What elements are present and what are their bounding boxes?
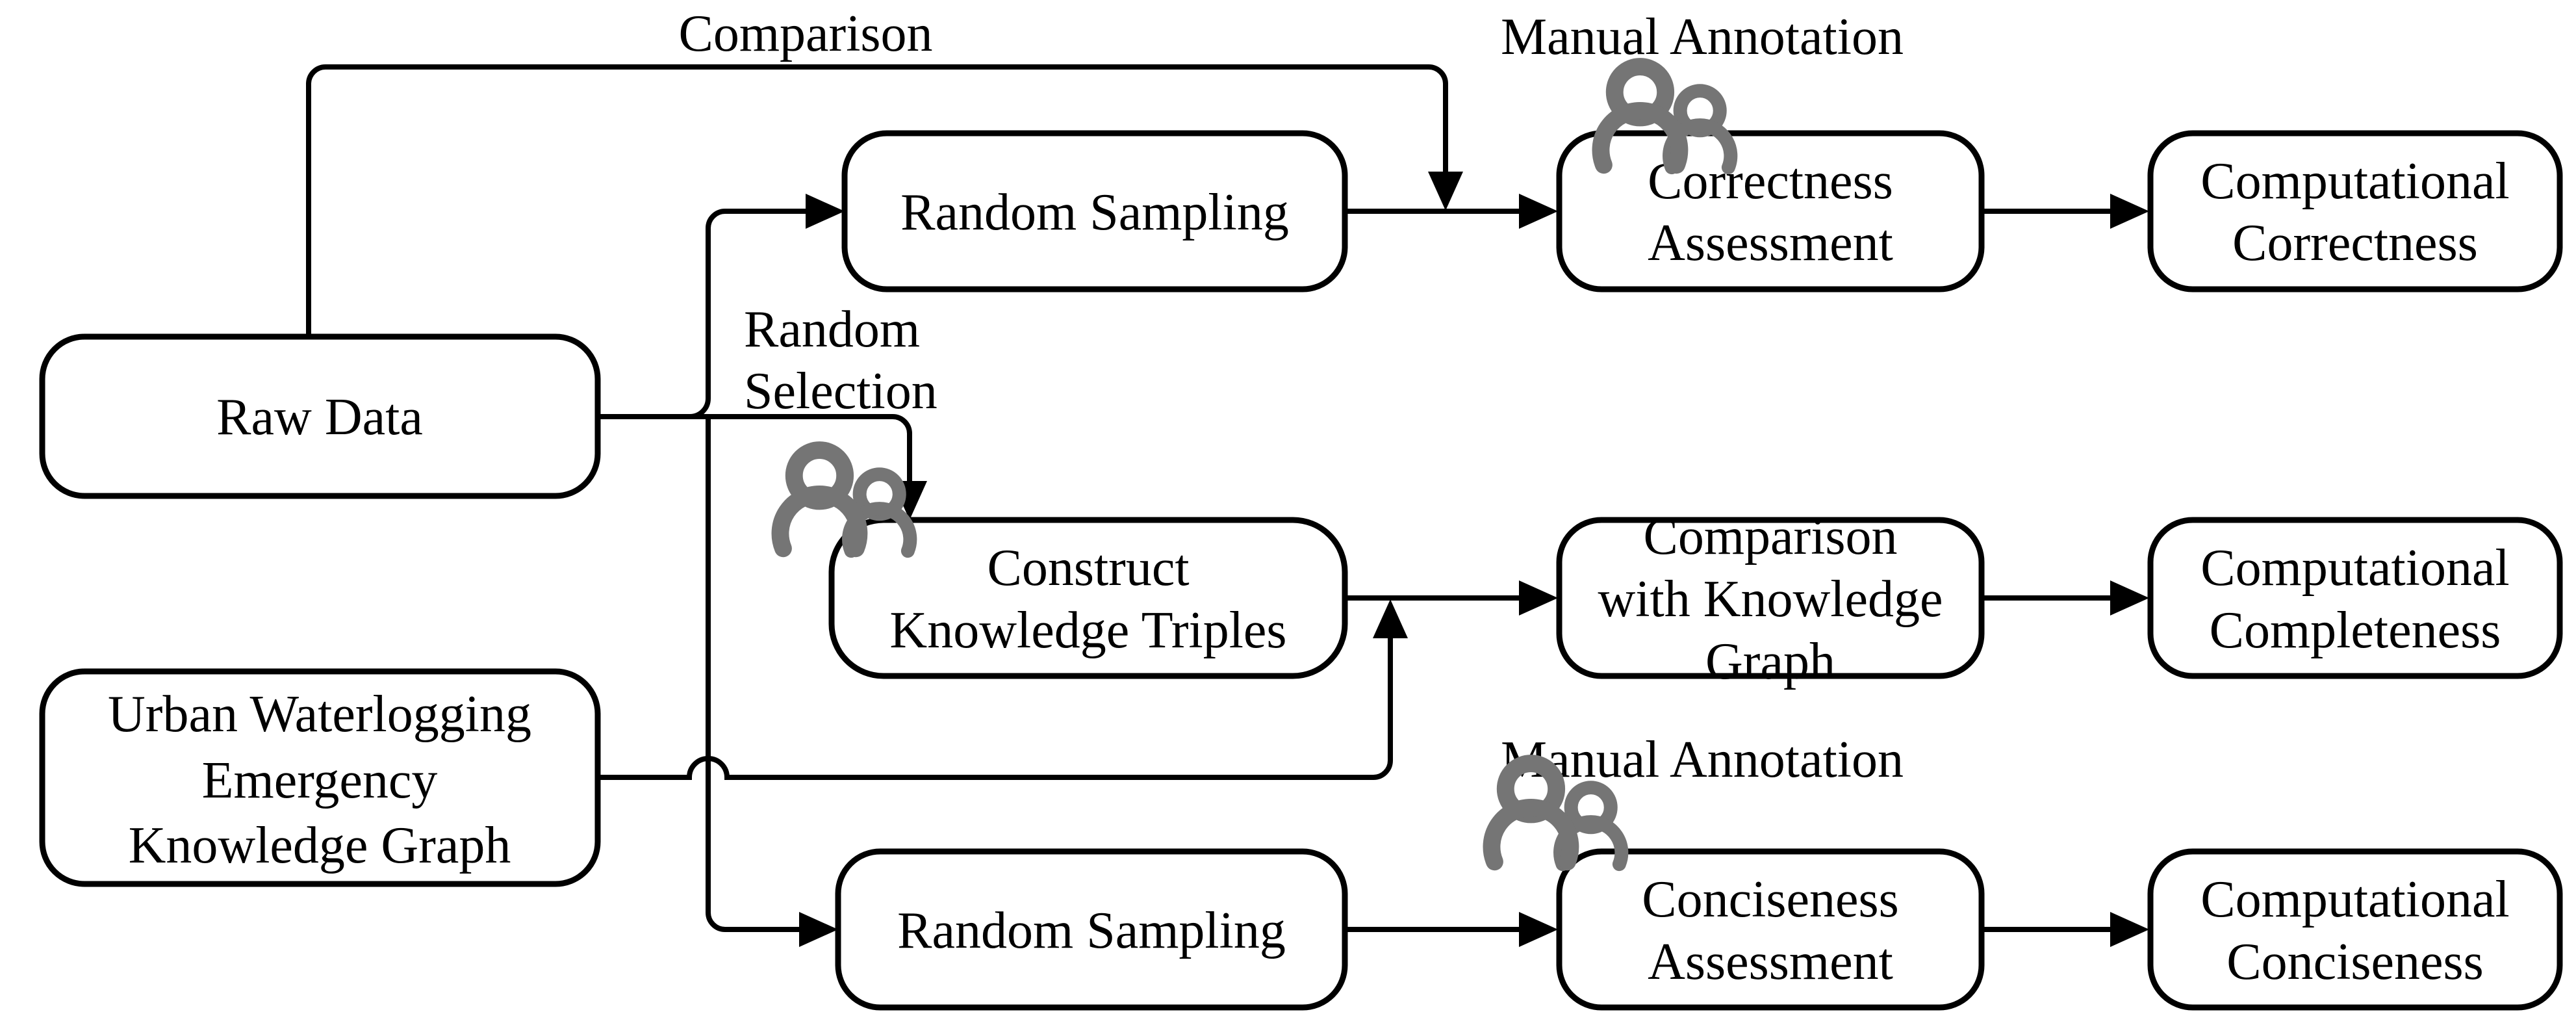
construct-triples-box [828,517,1348,679]
conciseness-assessment-label-line2: Assessment [1648,933,1893,991]
urban-kg-label-line1: Urban Waterlogging [108,686,531,743]
correctness-assessment-label-line2: Assessment [1648,214,1893,272]
conciseness-assessment-label-line1: Conciseness [1642,871,1899,928]
computational-conciseness-label-line2: Conciseness [2226,933,2484,991]
random-sampling-top-box [841,130,1348,292]
construct-triples-label-line1: Construct [987,539,1189,597]
random-sampling-bottom-box [835,848,1348,1011]
node-computational-completeness: Computational Completeness [2147,517,2563,679]
edge-trunk-to-random-sampling-bottom [706,417,838,947]
node-comparison-with-kg: Comparison with Knowledge Graph [1556,508,1985,690]
edge-rawdata-to-construct-triples [594,414,927,520]
edge-urban-kg-to-comparison-junction [598,599,1408,780]
node-conciseness-assessment: Conciseness Assessment [1556,848,1985,1011]
computational-correctness-label-line2: Correctness [2232,214,2478,272]
comparison-with-kg-label-line3: Graph [1705,633,1835,690]
random-selection-label-line2: Selection [744,363,937,420]
computational-completeness-label-line2: Completeness [2210,602,2501,659]
node-correctness-assessment: Correctness Assessment [1556,130,1985,292]
edge-rawdata-comparison-feedback [306,64,1463,337]
node-urban-waterlogging-kg: Urban Waterlogging Emergency Knowledge G… [39,668,601,887]
computational-conciseness-box [2147,848,2563,1011]
urban-kg-label-line2: Emergency [202,752,438,809]
comparison-with-kg-label-line1: Comparison [1643,508,1897,565]
construct-triples-label-line2: Knowledge Triples [889,602,1286,659]
comparison-with-kg-label-line2: with Knowledge [1598,571,1943,628]
random-selection-label-line1: Random [744,301,920,358]
urban-kg-label-line3: Knowledge Graph [129,817,511,874]
computational-correctness-label-line1: Computational [2200,153,2510,210]
computational-conciseness-label-line1: Computational [2200,871,2510,928]
node-construct-knowledge-triples: Construct Knowledge Triples [828,517,1348,679]
node-raw-data: Raw Data [39,333,601,499]
comparison-with-kg-box [1556,517,1985,679]
node-computational-conciseness: Computational Conciseness [2147,848,2563,1011]
random-sampling-bottom-label: Random Sampling [897,902,1286,959]
comparison-label: Comparison [678,5,932,62]
node-computational-correctness: Computational Correctness [2147,130,2563,292]
correctness-assessment-box [1556,130,1985,292]
computational-completeness-label-line1: Computational [2200,539,2510,597]
random-sampling-top-label: Random Sampling [900,184,1289,241]
raw-data-label: Raw Data [216,389,423,446]
node-random-sampling-bottom: Random Sampling [835,848,1348,1011]
manual-annotation-label-bottom: Manual Annotation [1501,731,1904,788]
manual-annotation-label-top: Manual Annotation [1501,8,1904,66]
computational-completeness-box [2147,517,2563,679]
correctness-assessment-label-line1: Correctness [1648,153,1893,210]
urban-kg-box [39,668,601,887]
computational-correctness-box [2147,130,2563,292]
raw-data-box [39,333,601,499]
node-random-sampling-top: Random Sampling [841,130,1348,292]
conciseness-assessment-box [1556,848,1985,1011]
